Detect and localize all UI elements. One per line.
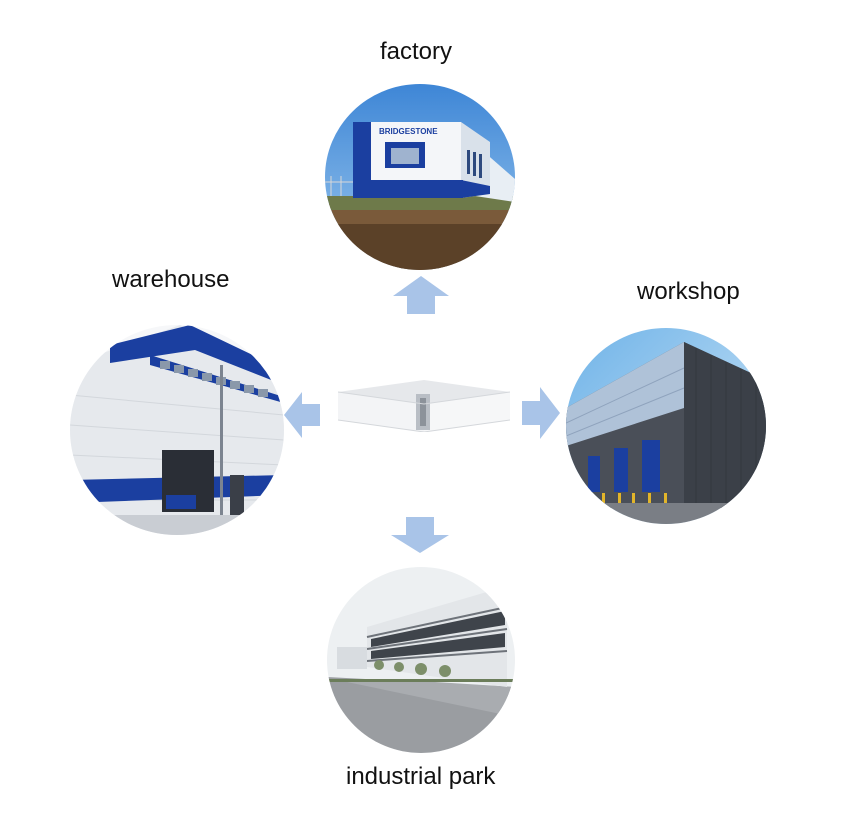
factory-label: factory [380,38,453,65]
bridgestone-sign: BRIDGESTONE [379,127,438,136]
arrow-left-icon [284,392,320,438]
industrial-park-label: industrial park [346,763,496,790]
factory-image: BRIDGESTONE [325,84,515,270]
workshop-label: workshop [637,278,740,305]
arrow-down-icon [391,517,449,553]
industrial-park-image [327,567,515,753]
warehouse-label: warehouse [112,266,230,293]
sandwich-panel-image [337,380,511,433]
arrow-right-icon [522,387,560,439]
workshop-image [566,328,766,524]
warehouse-image [70,325,284,535]
arrow-up-icon [393,276,449,314]
